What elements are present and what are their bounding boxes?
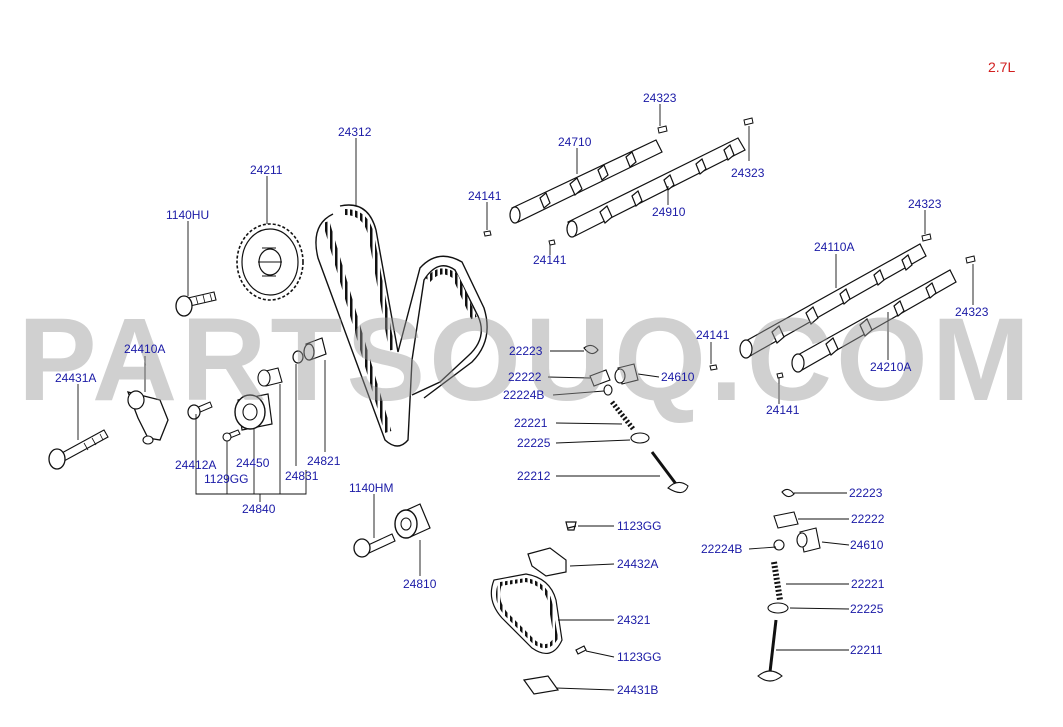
screw-1129gg [222, 429, 241, 442]
callout-24610-b[interactable]: 24610 [850, 538, 884, 552]
callout-24323-a[interactable]: 24323 [643, 91, 677, 105]
tensioner-pulley [234, 393, 273, 431]
callout-24323-b[interactable]: 24323 [731, 166, 765, 180]
valve-train-upper [583, 344, 689, 494]
callout-24910[interactable]: 24910 [652, 205, 686, 219]
tensioner-arm [126, 390, 169, 445]
callout-1123gg-b[interactable]: 1123GG [617, 650, 662, 664]
callout-24710[interactable]: 24710 [558, 135, 592, 149]
callout-24141-c[interactable]: 24141 [696, 328, 730, 342]
camshaft-upper [483, 117, 754, 246]
callout-24211[interactable]: 24211 [250, 163, 283, 177]
callout-24610-a[interactable]: 24610 [661, 370, 695, 384]
callout-24141-a[interactable]: 24141 [468, 189, 502, 203]
timing-belt [315, 204, 488, 447]
callout-22223-a[interactable]: 22223 [509, 344, 543, 358]
callout-22211[interactable]: 22211 [850, 643, 883, 657]
idler-pulley [353, 503, 431, 558]
callout-22222-b[interactable]: 22222 [851, 512, 885, 526]
callout-24450[interactable]: 24450 [236, 456, 270, 470]
camshaft-lower [709, 233, 976, 379]
callout-24312[interactable]: 24312 [338, 125, 372, 139]
oil-pump-chain [490, 521, 587, 695]
bolt-1140hu [175, 291, 217, 317]
callout-22221-a[interactable]: 22221 [514, 416, 548, 430]
callout-22224b-a[interactable]: 22224B [503, 388, 545, 402]
callout-22221-b[interactable]: 22221 [851, 577, 885, 591]
callout-24141-d[interactable]: 24141 [766, 403, 800, 417]
callout-24321[interactable]: 24321 [617, 613, 651, 627]
callout-24432a[interactable]: 24432A [617, 557, 659, 571]
callout-24840[interactable]: 24840 [242, 502, 276, 516]
callout-24110a[interactable]: 24110A [814, 240, 855, 254]
idler-spacer [257, 337, 327, 387]
callout-24412a[interactable]: 24412A [175, 458, 217, 472]
valve-train-lower [757, 488, 821, 682]
callout-24431b[interactable]: 24431B [617, 683, 659, 697]
callout-1140hu[interactable]: 1140HU [166, 208, 210, 222]
leader-lines [77, 104, 974, 691]
callout-22225-a[interactable]: 22225 [517, 436, 551, 450]
callout-24831[interactable]: 24831 [285, 469, 319, 483]
callout-24323-c[interactable]: 24323 [908, 197, 942, 211]
callout-22212[interactable]: 22212 [517, 469, 551, 483]
callout-24431a[interactable]: 24431A [55, 371, 97, 385]
callout-1123gg-a[interactable]: 1123GG [617, 519, 662, 533]
engine-label: 2.7L [988, 59, 1016, 75]
callout-22225-b[interactable]: 22225 [850, 602, 884, 616]
callout-24323-d[interactable]: 24323 [955, 305, 989, 319]
callout-24210a[interactable]: 24210A [870, 360, 912, 374]
callout-1129gg[interactable]: 1129GG [204, 472, 249, 486]
callout-24810[interactable]: 24810 [403, 577, 437, 591]
callout-22223-b[interactable]: 22223 [849, 486, 883, 500]
callout-22222-a[interactable]: 22222 [508, 370, 542, 384]
bolt-24412a [187, 401, 213, 420]
callout-24410a[interactable]: 24410A [124, 342, 166, 356]
bolt-24431a [48, 429, 109, 470]
callout-24141-b[interactable]: 24141 [533, 253, 567, 267]
camshaft-sprocket [236, 223, 304, 301]
callout-22224b-b[interactable]: 22224B [701, 542, 743, 556]
callout-1140hm[interactable]: 1140HM [349, 481, 394, 495]
callout-24821[interactable]: 24821 [307, 454, 341, 468]
